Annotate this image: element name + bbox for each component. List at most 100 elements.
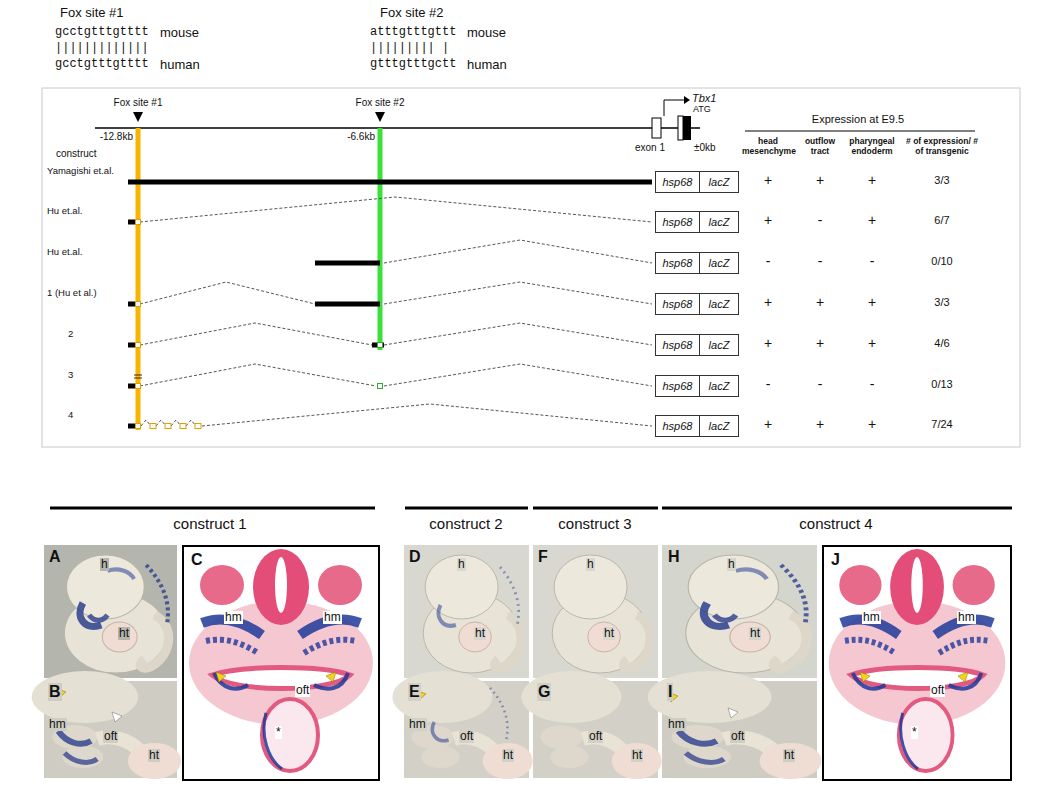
anatomy-label: ht: [783, 749, 795, 762]
photo-panel: Fhht: [533, 545, 658, 678]
species-label: mouse: [467, 26, 506, 41]
anatomy-label: ht: [749, 627, 761, 640]
photo-panel: Ehmoftht: [404, 681, 529, 778]
box-label: lacZ: [709, 257, 730, 269]
box-label: lacZ: [709, 216, 730, 228]
sequence-text: gcctgtttgtttt: [55, 26, 149, 40]
table-cell: +: [868, 416, 876, 432]
table-cell: +: [816, 294, 824, 310]
panel-letter: J: [830, 551, 841, 569]
table-cell: 0/10: [931, 255, 952, 268]
table-cell: 6/7: [934, 214, 949, 227]
promoter-box: hsp68: [655, 171, 700, 193]
box-label: hsp68: [663, 257, 693, 269]
anatomy-label: hm: [323, 611, 342, 624]
reporter-box: lacZ: [699, 293, 739, 315]
table-cell: +: [764, 212, 772, 228]
construct-name: Hu et.al.: [47, 247, 82, 258]
table-cell: ATG: [693, 104, 711, 114]
panel-letter: G: [537, 683, 551, 701]
photo-panel: Dhht: [404, 545, 529, 678]
promoter-box: hsp68: [655, 252, 700, 274]
reporter-box: lacZ: [699, 334, 739, 356]
site-label: Fox site #2: [356, 97, 405, 109]
table-header: outflow tract: [795, 137, 845, 157]
section-heading: construct 1: [173, 515, 246, 532]
table-cell: 7/24: [931, 418, 952, 431]
table-cell: +: [816, 335, 824, 351]
section-heading: construct 3: [558, 515, 631, 532]
reporter-box: lacZ: [699, 252, 739, 274]
anatomy-label: oft: [103, 730, 118, 743]
box-label: lacZ: [709, 380, 730, 392]
anatomy-label: hm: [862, 611, 881, 624]
species-label: human: [467, 58, 507, 73]
section-heading: construct 2: [429, 515, 502, 532]
species-label: human: [160, 58, 200, 73]
table-cell: 3/3: [934, 174, 949, 187]
anatomy-label: *: [911, 726, 918, 739]
anatomy-label: h: [457, 558, 466, 571]
anatomy-label: oft: [588, 730, 603, 743]
box-label: hsp68: [663, 420, 693, 432]
box-label: lacZ: [709, 339, 730, 351]
panel-letter: I: [667, 683, 673, 701]
panel-letter: B: [48, 683, 62, 701]
table-cell: +: [764, 294, 772, 310]
table-cell: 0/13: [931, 378, 952, 391]
anatomy-label: ht: [502, 749, 514, 762]
panel-letter: A: [48, 548, 62, 566]
table-cell: 4/6: [934, 337, 949, 350]
box-label: lacZ: [709, 298, 730, 310]
panel-letter: H: [667, 548, 681, 566]
table-cell: -: [870, 253, 875, 269]
reporter-box: lacZ: [699, 415, 739, 437]
promoter-box: hsp68: [655, 293, 700, 315]
anatomy-label: hm: [48, 718, 67, 731]
alignment-bars: ||||||||| |: [370, 42, 449, 56]
table-header: Expression at E9.5: [812, 113, 904, 126]
photo-panel: Bhm oft ht: [44, 681, 177, 778]
reporter-box: lacZ: [699, 171, 739, 193]
anatomy-label: ht: [118, 627, 130, 640]
anatomy-label: hm: [224, 611, 243, 624]
anatomy-label: oft: [730, 730, 745, 743]
box-label: hsp68: [663, 176, 693, 188]
table-cell: -: [766, 253, 771, 269]
table-cell: -: [818, 376, 823, 392]
sequence-text: gcctgtttgtttt: [55, 58, 149, 72]
sequence-text: gtttgtttgctt: [370, 58, 456, 72]
promoter-box: hsp68: [655, 211, 700, 233]
table-header: pharyngeal endoderm: [844, 137, 900, 157]
anatomy-label: h: [586, 558, 595, 571]
box-label: hsp68: [663, 380, 693, 392]
photo-panel: Hhht: [662, 545, 817, 678]
table-header: head mesenchyme: [742, 137, 794, 157]
box-label: lacZ: [709, 176, 730, 188]
photo-panel: Jhmhmoft*: [822, 545, 1012, 781]
site-label: Fox site #2: [380, 6, 444, 21]
anatomy-label: oft: [930, 684, 945, 697]
box-label: hsp68: [663, 216, 693, 228]
construct-name: 3: [68, 370, 73, 381]
anatomy-label: ht: [603, 627, 615, 640]
table-cell: -: [766, 376, 771, 392]
table-cell: construct: [56, 148, 97, 160]
anatomy-label: h: [100, 558, 109, 571]
anatomy-label: ht: [148, 749, 160, 762]
anatomy-label: oft: [459, 730, 474, 743]
reporter-box: lacZ: [699, 211, 739, 233]
construct-name: Yamagishi et.al.: [47, 166, 114, 177]
anatomy-label: hm: [408, 718, 427, 731]
table-cell: +: [816, 416, 824, 432]
construct-name: 2: [68, 329, 73, 340]
promoter-box: hsp68: [655, 415, 700, 437]
table-cell: exon 1: [635, 142, 665, 154]
construct-name: 4: [68, 410, 73, 421]
box-label: lacZ: [709, 420, 730, 432]
box-label: hsp68: [663, 339, 693, 351]
anatomy-label: ht: [474, 627, 486, 640]
table-cell: +: [764, 416, 772, 432]
reporter-box: lacZ: [699, 375, 739, 397]
